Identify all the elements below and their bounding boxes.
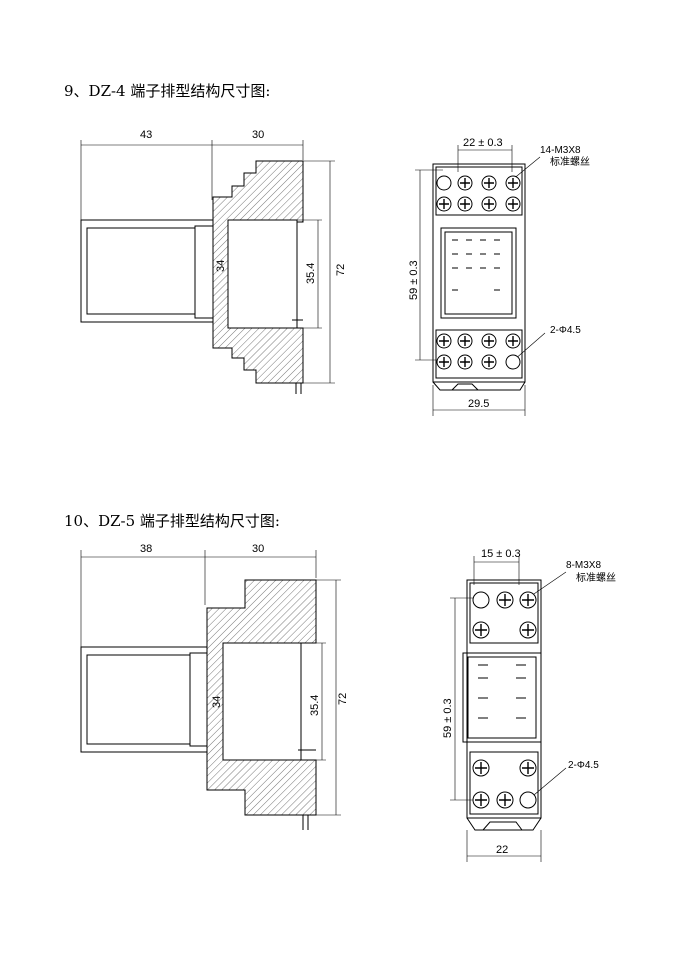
dz5-side-h1: 34 xyxy=(211,696,223,708)
dz5-mount-hole-bottom xyxy=(519,791,537,809)
section10-title: 10、DZ-5 端子排型结构尺寸图: xyxy=(64,512,280,530)
dz4-front-hole: 2-Φ4.5 xyxy=(550,325,581,336)
dz5-front-top-dim: 15 ± 0.3 xyxy=(481,548,521,560)
dz4-screw-r3-2-slot xyxy=(484,336,494,346)
dz4-screw-r3-0-slot xyxy=(439,336,449,346)
dz4-side-w1: 43 xyxy=(140,129,152,141)
dz4-front-height: 59 ± 0.3 xyxy=(408,260,420,300)
dz4-front-top-dim: 22 ± 0.3 xyxy=(463,137,503,149)
dz4-screw-r3-1-slot xyxy=(460,336,470,346)
terminal-screws xyxy=(436,175,537,809)
dz4-side-view: 43 30 34 35.4 72 xyxy=(80,129,347,394)
dz5-side-w2: 30 xyxy=(252,543,264,555)
dz4-front-screw: 14-M3X8 xyxy=(540,145,581,156)
dz4-front-screw-note: 标准螺丝 xyxy=(550,156,590,168)
dz5-front-view: 15 ± 0.3 8-M3X8 标准螺丝 59 ± 0.3 2-Φ4.5 22 xyxy=(442,548,616,862)
dz5-side-view: 38 30 34 35.4 72 xyxy=(80,543,349,830)
dz4-side-h2: 35.4 xyxy=(305,263,317,284)
dz5-front-height: 59 ± 0.3 xyxy=(442,698,454,738)
dz4-screw-r4-1-slot xyxy=(460,357,470,367)
dz4-screw-r2-3-slot xyxy=(508,199,518,209)
dz5-screw-r4-1-slot xyxy=(499,794,511,806)
dz5-front-screw-note: 标准螺丝 xyxy=(576,572,616,584)
dz5-front-screw: 8-M3X8 xyxy=(566,560,601,571)
dz4-side-w2: 30 xyxy=(252,129,264,141)
dz4-screw-r2-1-slot xyxy=(460,199,470,209)
dz5-screw-r4-0-slot xyxy=(475,794,487,806)
dz4-side-h1: 34 xyxy=(215,260,227,272)
dz4-mount-hole-bottom xyxy=(505,354,521,370)
dz4-side-h3: 72 xyxy=(335,264,347,276)
dz4-screw-r4-0-slot xyxy=(439,357,449,367)
dz5-side-h2: 35.4 xyxy=(309,695,321,716)
dz5-screw-r2-1-slot xyxy=(522,624,534,636)
dz5-front-bottom-dim: 22 xyxy=(496,844,508,856)
dz4-screw-r2-2-slot xyxy=(484,199,494,209)
dz5-screw-r2-0-slot xyxy=(475,624,487,636)
dz4-screw-r2-0-slot xyxy=(439,199,449,209)
dz5-screw-r3-0-slot xyxy=(475,762,487,774)
dz5-screw-r1-1-slot xyxy=(522,594,534,606)
dz5-mount-hole-top xyxy=(472,591,490,609)
dz5-front-hole: 2-Φ4.5 xyxy=(568,760,599,771)
dz4-screw-r1-1-slot xyxy=(484,178,494,188)
dz5-side-w1: 38 xyxy=(140,543,152,555)
dz4-screw-r4-2-slot xyxy=(484,357,494,367)
dz4-mount-hole-top xyxy=(436,175,452,191)
dz5-screw-r3-1-slot xyxy=(522,762,534,774)
dz4-screw-r1-0-slot xyxy=(460,178,470,188)
dz4-front-bottom-dim: 29.5 xyxy=(468,398,489,410)
dz5-screw-r1-0-slot xyxy=(499,594,511,606)
section9-title: 9、DZ-4 端子排型结构尺寸图: xyxy=(64,82,271,100)
dz5-side-h3: 72 xyxy=(337,693,349,705)
dz4-screw-r3-3-slot xyxy=(508,336,518,346)
dz4-front-view: 22 ± 0.3 14-M3X8 标准螺丝 59 ± 0.3 2- xyxy=(408,137,590,416)
dz4-screw-r1-2-slot xyxy=(508,178,518,188)
